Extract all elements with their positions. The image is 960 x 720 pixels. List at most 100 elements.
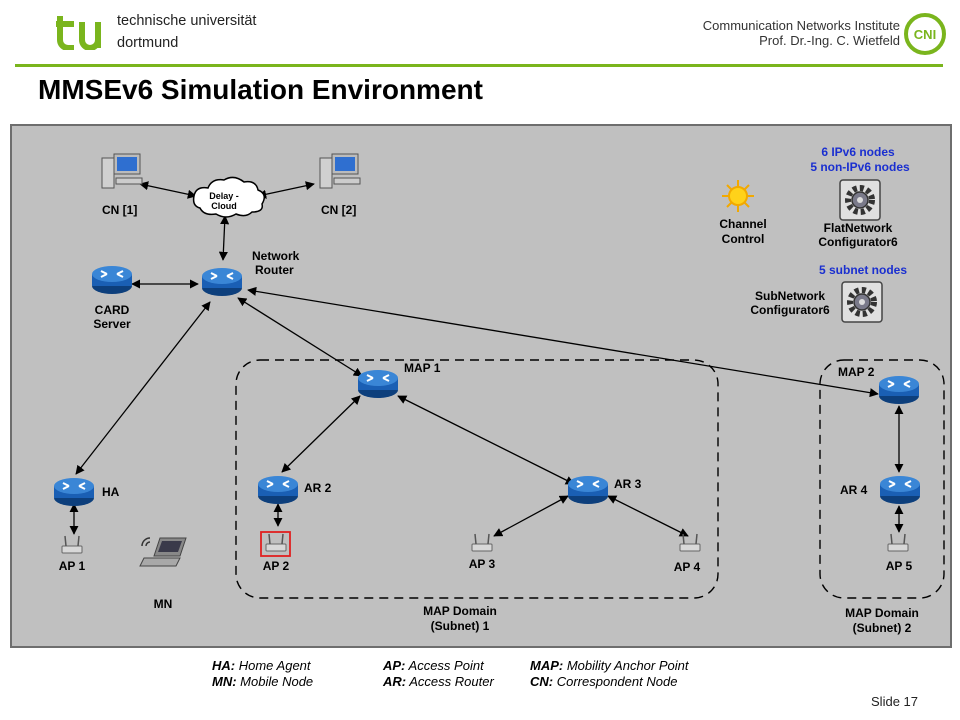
professor-name: Prof. Dr.-Ing. C. Wietfeld (759, 33, 900, 48)
ap4-node: AP 4 (674, 533, 701, 574)
map1-router-icon (357, 369, 399, 399)
legend-text: Access Point (408, 658, 484, 673)
legend-text: Correspondent Node (556, 674, 678, 689)
subnet-configurator-label-line1: SubNetwork (755, 289, 825, 303)
non-ipv6-nodes-count: 5 non-IPv6 nodes (810, 160, 910, 174)
university-line2: dortmund (117, 35, 179, 51)
network-router-label-line2: Router (255, 263, 294, 277)
ap2-access-point-icon (265, 533, 287, 552)
cloud-icon (192, 176, 265, 218)
mn-label: MN (154, 597, 173, 611)
cni-logo: CNI (904, 13, 946, 55)
subnetwork-configurator: 5 subnet nodes SubNetwork Configurator6 (750, 263, 907, 322)
legend-item: AR: Access Router (383, 674, 494, 690)
domain2-label-line1: MAP Domain (845, 606, 919, 620)
tu-dortmund-logo (56, 16, 101, 50)
legend-abbr: MN: (212, 674, 237, 689)
map-domain-1-boundary (235, 359, 719, 599)
ar4-label: AR 4 (840, 483, 868, 497)
map2-router-icon (878, 375, 920, 405)
legend-item: AP: Access Point (383, 658, 494, 674)
ap5-node: AP 5 (886, 533, 913, 573)
ar2-router-icon (257, 475, 299, 505)
header-divider (15, 64, 943, 67)
legend-abbr: AR: (383, 674, 407, 689)
cn1-node: CN [1] (101, 153, 143, 217)
ap1-node: AP 1 (59, 535, 86, 573)
ha-router-icon (53, 477, 95, 507)
ap3-access-point-icon (471, 533, 493, 552)
ipv6-nodes-count: 6 IPv6 nodes (821, 145, 895, 159)
ar3-node: AR 3 (567, 475, 642, 505)
ap2-node: AP 2 (260, 531, 291, 573)
legend-column-2: AP: Access Point AR: Access Router (383, 658, 494, 690)
cn2-node: CN [2] (319, 153, 361, 217)
cloud-label-line1: Delay - (209, 191, 239, 201)
ar3-router-icon (567, 475, 609, 505)
ap5-label: AP 5 (886, 559, 913, 573)
cni-logo-text: CNI (914, 27, 936, 42)
domain2-label-line2: (Subnet) 2 (853, 621, 912, 635)
cn1-computer-icon (101, 153, 143, 189)
map1-node: MAP 1 (357, 361, 441, 399)
university-name: technische universität dortmund (117, 10, 256, 54)
ar3-label: AR 3 (614, 477, 642, 491)
ap3-node: AP 3 (469, 533, 496, 571)
slide-number: Slide 17 (871, 694, 918, 709)
card-server-node: CARD Server (91, 265, 133, 331)
network-router-node: Network Router (201, 249, 300, 297)
card-server-icon (91, 265, 133, 295)
ar4-node: AR 4 (840, 475, 921, 505)
map-domain-2-boundary (819, 359, 945, 599)
channel-control-label-line1: Channel (719, 217, 766, 231)
flat-configurator-gear-icon (840, 180, 880, 220)
network-diagram: CN [1] CN [2] Delay - Cloud Network Rout… (10, 124, 952, 648)
legend-text: Mobile Node (240, 674, 314, 689)
institute-name: Communication Networks Institute (702, 18, 900, 33)
flat-network-configurator: 6 IPv6 nodes 5 non-IPv6 nodes FlatNetwor… (810, 145, 910, 249)
ha-label: HA (102, 485, 120, 499)
slide-title: MMSEv6 Simulation Environment (38, 74, 483, 105)
legend-item: HA: Home Agent (212, 658, 313, 674)
legend-abbr: HA: (212, 658, 236, 673)
network-router-label-line1: Network (252, 249, 300, 263)
delay-cloud: Delay - Cloud (192, 176, 265, 218)
legend-text: Home Agent (238, 658, 311, 673)
subnet-configurator-gear-icon (842, 282, 882, 322)
legend-item: MAP: Mobility Anchor Point (530, 658, 688, 674)
legend-text: Mobility Anchor Point (566, 658, 689, 673)
domain1-label-line1: MAP Domain (423, 604, 497, 618)
map1-label: MAP 1 (404, 361, 441, 375)
channel-control: Channel Control (719, 180, 767, 246)
subnet-nodes-count: 5 subnet nodes (819, 263, 907, 277)
ar4-router-icon (879, 475, 921, 505)
legend-column-3: MAP: Mobility Anchor Point CN: Correspon… (530, 658, 688, 690)
ap4-access-point-icon (679, 533, 701, 552)
ar2-node: AR 2 (257, 475, 332, 505)
laptop-icon (139, 537, 187, 567)
legend-text: Access Router (409, 674, 494, 689)
cn2-computer-icon (319, 153, 361, 189)
sun-icon (722, 180, 754, 212)
map2-label: MAP 2 (838, 365, 875, 379)
ap4-label: AP 4 (674, 560, 701, 574)
cn1-label: CN [1] (102, 203, 137, 217)
cloud-label-line2: Cloud (211, 201, 237, 211)
legend-item: MN: Mobile Node (212, 674, 313, 690)
ap2-label: AP 2 (263, 559, 290, 573)
network-router-icon (201, 267, 243, 297)
domain1-label-line2: (Subnet) 1 (431, 619, 490, 633)
ap1-label: AP 1 (59, 559, 86, 573)
map2-node: MAP 2 (838, 365, 920, 405)
legend-item: CN: Correspondent Node (530, 674, 688, 690)
institute-info: Communication Networks Institute Prof. D… (703, 18, 900, 48)
card-server-label-line1: CARD (95, 303, 130, 317)
connections (69, 181, 904, 537)
ar2-label: AR 2 (304, 481, 332, 495)
legend-abbr: MAP: (530, 658, 564, 673)
flat-configurator-label-line2: Configurator6 (818, 235, 898, 249)
ap1-access-point-icon (61, 535, 83, 554)
university-line1: technische universität (117, 13, 257, 29)
legend-column-1: HA: Home Agent MN: Mobile Node (212, 658, 313, 690)
mn-node: MN (139, 537, 187, 611)
